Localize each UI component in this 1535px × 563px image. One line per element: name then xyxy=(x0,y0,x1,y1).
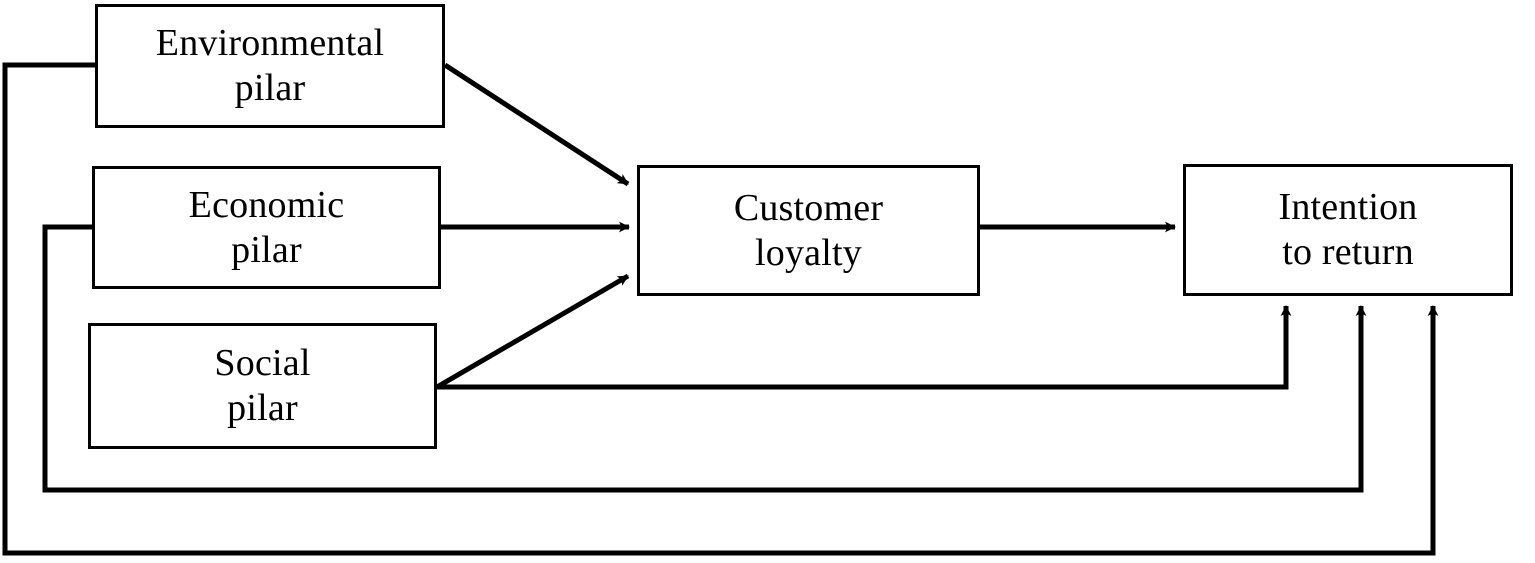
social-to-intention-arrow xyxy=(437,305,1292,390)
edge-environmental-to-loyalty xyxy=(443,62,630,187)
node-customer-loyalty[interactable]: Customer loyalty xyxy=(637,165,980,296)
environmental-to-intention-arrow xyxy=(2,62,1439,556)
node-customer-loyalty-label: Customer loyalty xyxy=(733,186,884,274)
node-environmental-pilar[interactable]: Environmental pilar xyxy=(95,4,445,128)
edge-environmental-to-intention xyxy=(2,62,1439,556)
node-economic-pilar[interactable]: Economic pilar xyxy=(92,166,441,289)
edge-social-to-intention xyxy=(437,305,1292,390)
node-economic-pilar-label: Economic pilar xyxy=(188,183,345,271)
environmental-to-loyalty-arrow xyxy=(443,62,630,187)
economic-to-intention-arrow xyxy=(42,224,1367,493)
node-intention-to-return[interactable]: Intention to return xyxy=(1183,164,1513,296)
node-environmental-pilar-label: Environmental pilar xyxy=(155,22,385,109)
edge-social-to-loyalty xyxy=(435,273,630,390)
node-social-pilar-label: Social pilar xyxy=(214,342,311,429)
social-to-loyalty-arrow xyxy=(435,273,630,390)
node-intention-to-return-label: Intention to return xyxy=(1278,186,1418,273)
edge-economic-to-intention xyxy=(42,224,1367,493)
node-social-pilar[interactable]: Social pilar xyxy=(88,323,437,449)
